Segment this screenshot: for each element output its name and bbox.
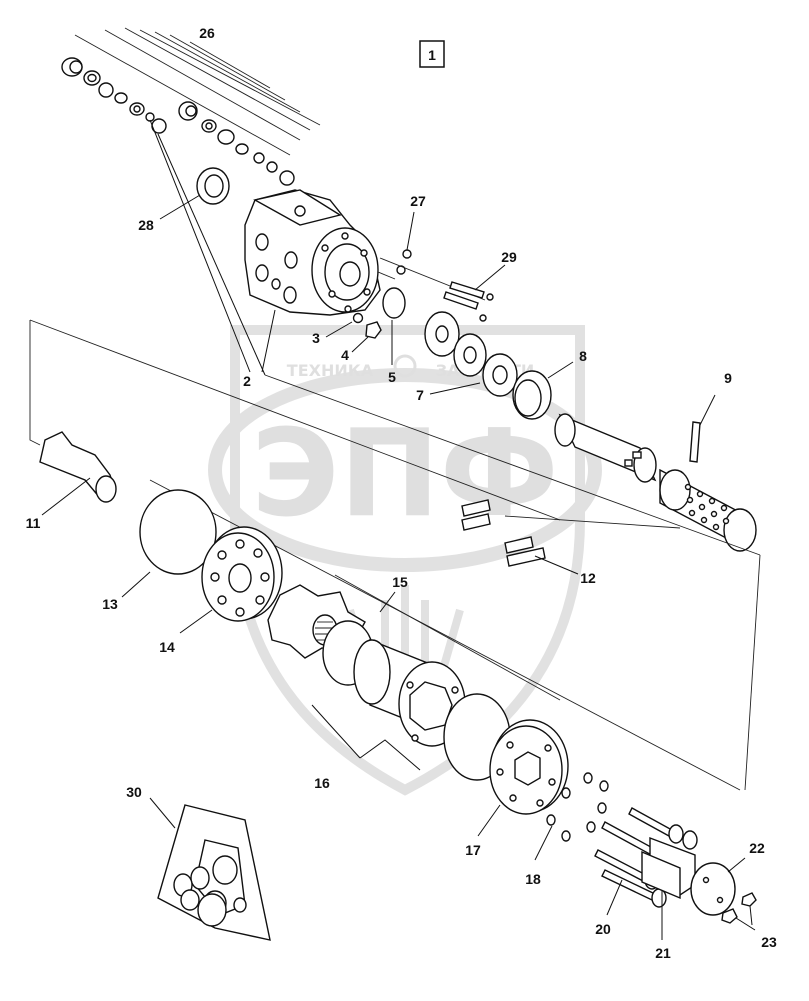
part-9-pin bbox=[689, 394, 716, 463]
sleeve bbox=[659, 468, 757, 552]
part-28-ring bbox=[159, 167, 230, 220]
callout-4: 4 bbox=[341, 347, 349, 363]
callout-13: 13 bbox=[102, 596, 118, 612]
assembly-guide-lines bbox=[29, 319, 761, 791]
callout-17: 17 bbox=[465, 842, 481, 858]
part-5-oring bbox=[382, 287, 406, 365]
part-23-screws bbox=[721, 892, 757, 931]
callout-7: 7 bbox=[416, 387, 424, 403]
callout-26: 26 bbox=[199, 25, 215, 41]
part-8-ring bbox=[512, 361, 574, 420]
part-26-small-parts bbox=[61, 27, 321, 376]
callout-23: 23 bbox=[761, 934, 777, 950]
callout-28: 28 bbox=[138, 217, 154, 233]
callout-29: 29 bbox=[501, 249, 517, 265]
callout-16: 16 bbox=[314, 775, 330, 791]
part-2-housing bbox=[244, 189, 381, 373]
part-7-plates bbox=[424, 311, 518, 397]
callout-9: 9 bbox=[724, 370, 732, 386]
part-22-cover-plate bbox=[690, 857, 746, 916]
callout-21: 21 bbox=[655, 945, 671, 961]
part-16-stator bbox=[311, 620, 466, 771]
part-4-plug bbox=[351, 321, 382, 353]
callout-3: 3 bbox=[312, 330, 320, 346]
callout-15: 15 bbox=[392, 574, 408, 590]
watermark-logo: ЭПФ bbox=[251, 405, 559, 544]
callout-20: 20 bbox=[595, 921, 611, 937]
part-21-bracket bbox=[641, 836, 696, 940]
part-30-seal-kit bbox=[149, 797, 271, 941]
callout-11: 11 bbox=[26, 515, 41, 531]
part-29-pins bbox=[443, 264, 506, 322]
callout-22: 22 bbox=[749, 840, 765, 856]
part-12-springs bbox=[461, 499, 579, 575]
watermark-gear-icon bbox=[393, 354, 417, 378]
part-13-oring bbox=[121, 489, 217, 598]
callout-12: 12 bbox=[580, 570, 596, 586]
part-11-drive-shaft bbox=[39, 431, 117, 516]
callout-2: 2 bbox=[243, 373, 251, 389]
callout-5: 5 bbox=[388, 369, 396, 385]
callout-14: 14 bbox=[159, 639, 175, 655]
part-14-plate bbox=[179, 526, 283, 634]
callout-18: 18 bbox=[525, 871, 541, 887]
callout-30: 30 bbox=[126, 784, 142, 800]
callout-8: 8 bbox=[579, 348, 587, 364]
part-18-small-orings bbox=[534, 772, 609, 861]
spool bbox=[554, 413, 657, 483]
part-17-end-plate bbox=[477, 719, 569, 837]
lead-15 bbox=[379, 591, 396, 613]
assembly-number: 1 bbox=[428, 47, 436, 63]
watermark-left-text: ТЕХНИКА bbox=[287, 361, 374, 380]
assembly-box bbox=[419, 40, 445, 68]
part-3-ball bbox=[325, 312, 364, 338]
callout-27: 27 bbox=[410, 193, 426, 209]
